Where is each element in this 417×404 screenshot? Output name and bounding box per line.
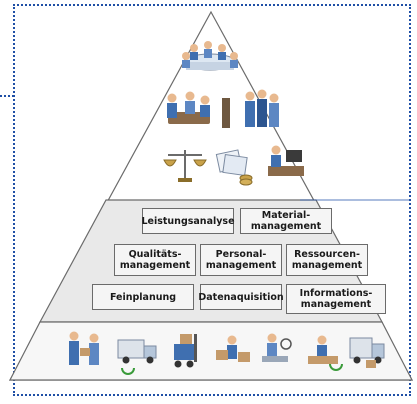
pyramid-bottom-tier [9, 321, 413, 381]
box-personalmanagement: Personal- management [200, 244, 282, 276]
shipping-truck-icon [349, 337, 385, 368]
assembly-icon [308, 335, 343, 371]
forklift-icon [174, 334, 197, 368]
box-datenaquisition: Datenaquisition [198, 284, 284, 310]
team-discussion-icon [167, 91, 230, 128]
analyst-desk-icon [268, 145, 304, 176]
scales-icon [163, 150, 207, 182]
dotted-connector [0, 95, 14, 97]
meeting-table-icon [182, 41, 238, 71]
documents-coins-icon [215, 149, 253, 186]
warehouse-worker-icon [216, 335, 250, 362]
delivery-truck-icon [117, 339, 157, 375]
box-materialmanagement: Material- management [240, 208, 332, 234]
standing-group-icon [245, 89, 279, 127]
box-informationsmanagement: Informations- management [286, 284, 386, 314]
box-ressourcenmanagement: Ressourcen- management [286, 244, 368, 276]
box-leistungsanalyse: Leistungsanalyse [141, 208, 235, 234]
handover-icon [69, 331, 99, 365]
box-qualitaetsmanagement: Qualitäts- management [114, 244, 196, 276]
box-feinplanung: Feinplanung [92, 284, 194, 310]
inspector-icon [262, 333, 292, 362]
